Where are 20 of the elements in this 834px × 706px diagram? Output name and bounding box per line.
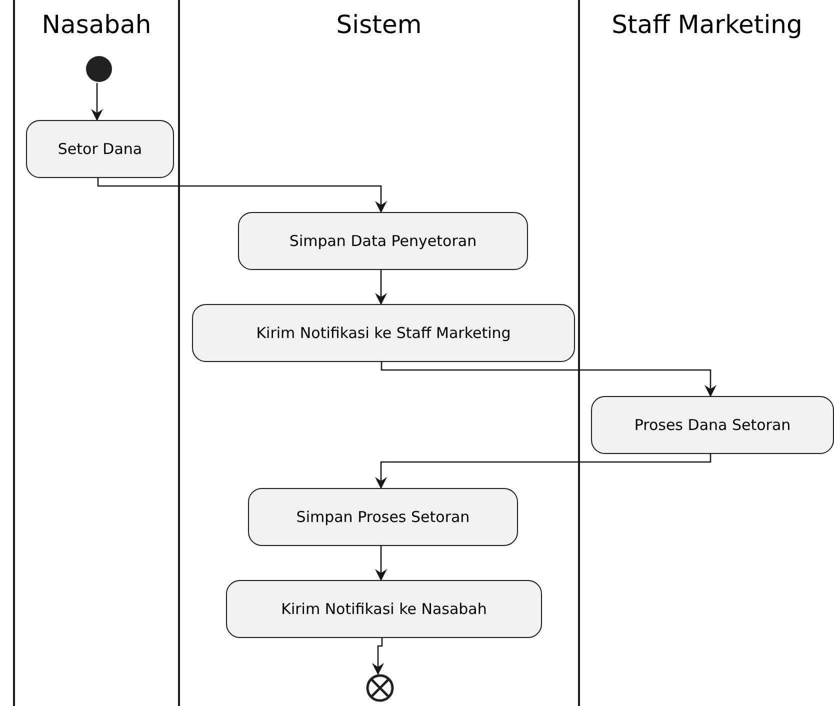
arrow [97,178,387,213]
activity-box: Kirim Notifikasi ke Staff Marketing [192,304,575,362]
swimlane [578,0,834,706]
lane-title: Staff Marketing [610,10,804,39]
arrow [375,546,387,581]
arrow [375,454,712,489]
activity-box: Setor Dana [26,120,174,178]
activity-box: Proses Dana Setoran [591,396,834,454]
arrow [372,638,384,675]
lane-title: Sistem [335,10,423,39]
arrow [375,270,387,305]
arrow [380,362,716,397]
activity-box: Simpan Data Penyetoran [238,212,528,270]
swimlane [178,0,578,706]
end-node [366,674,394,702]
activity-box: Simpan Proses Setoran [248,488,518,546]
start-node [85,55,113,83]
arrow [91,83,103,121]
activity-box: Kirim Notifikasi ke Nasabah [226,580,542,638]
lane-title: Nasabah [40,10,152,39]
